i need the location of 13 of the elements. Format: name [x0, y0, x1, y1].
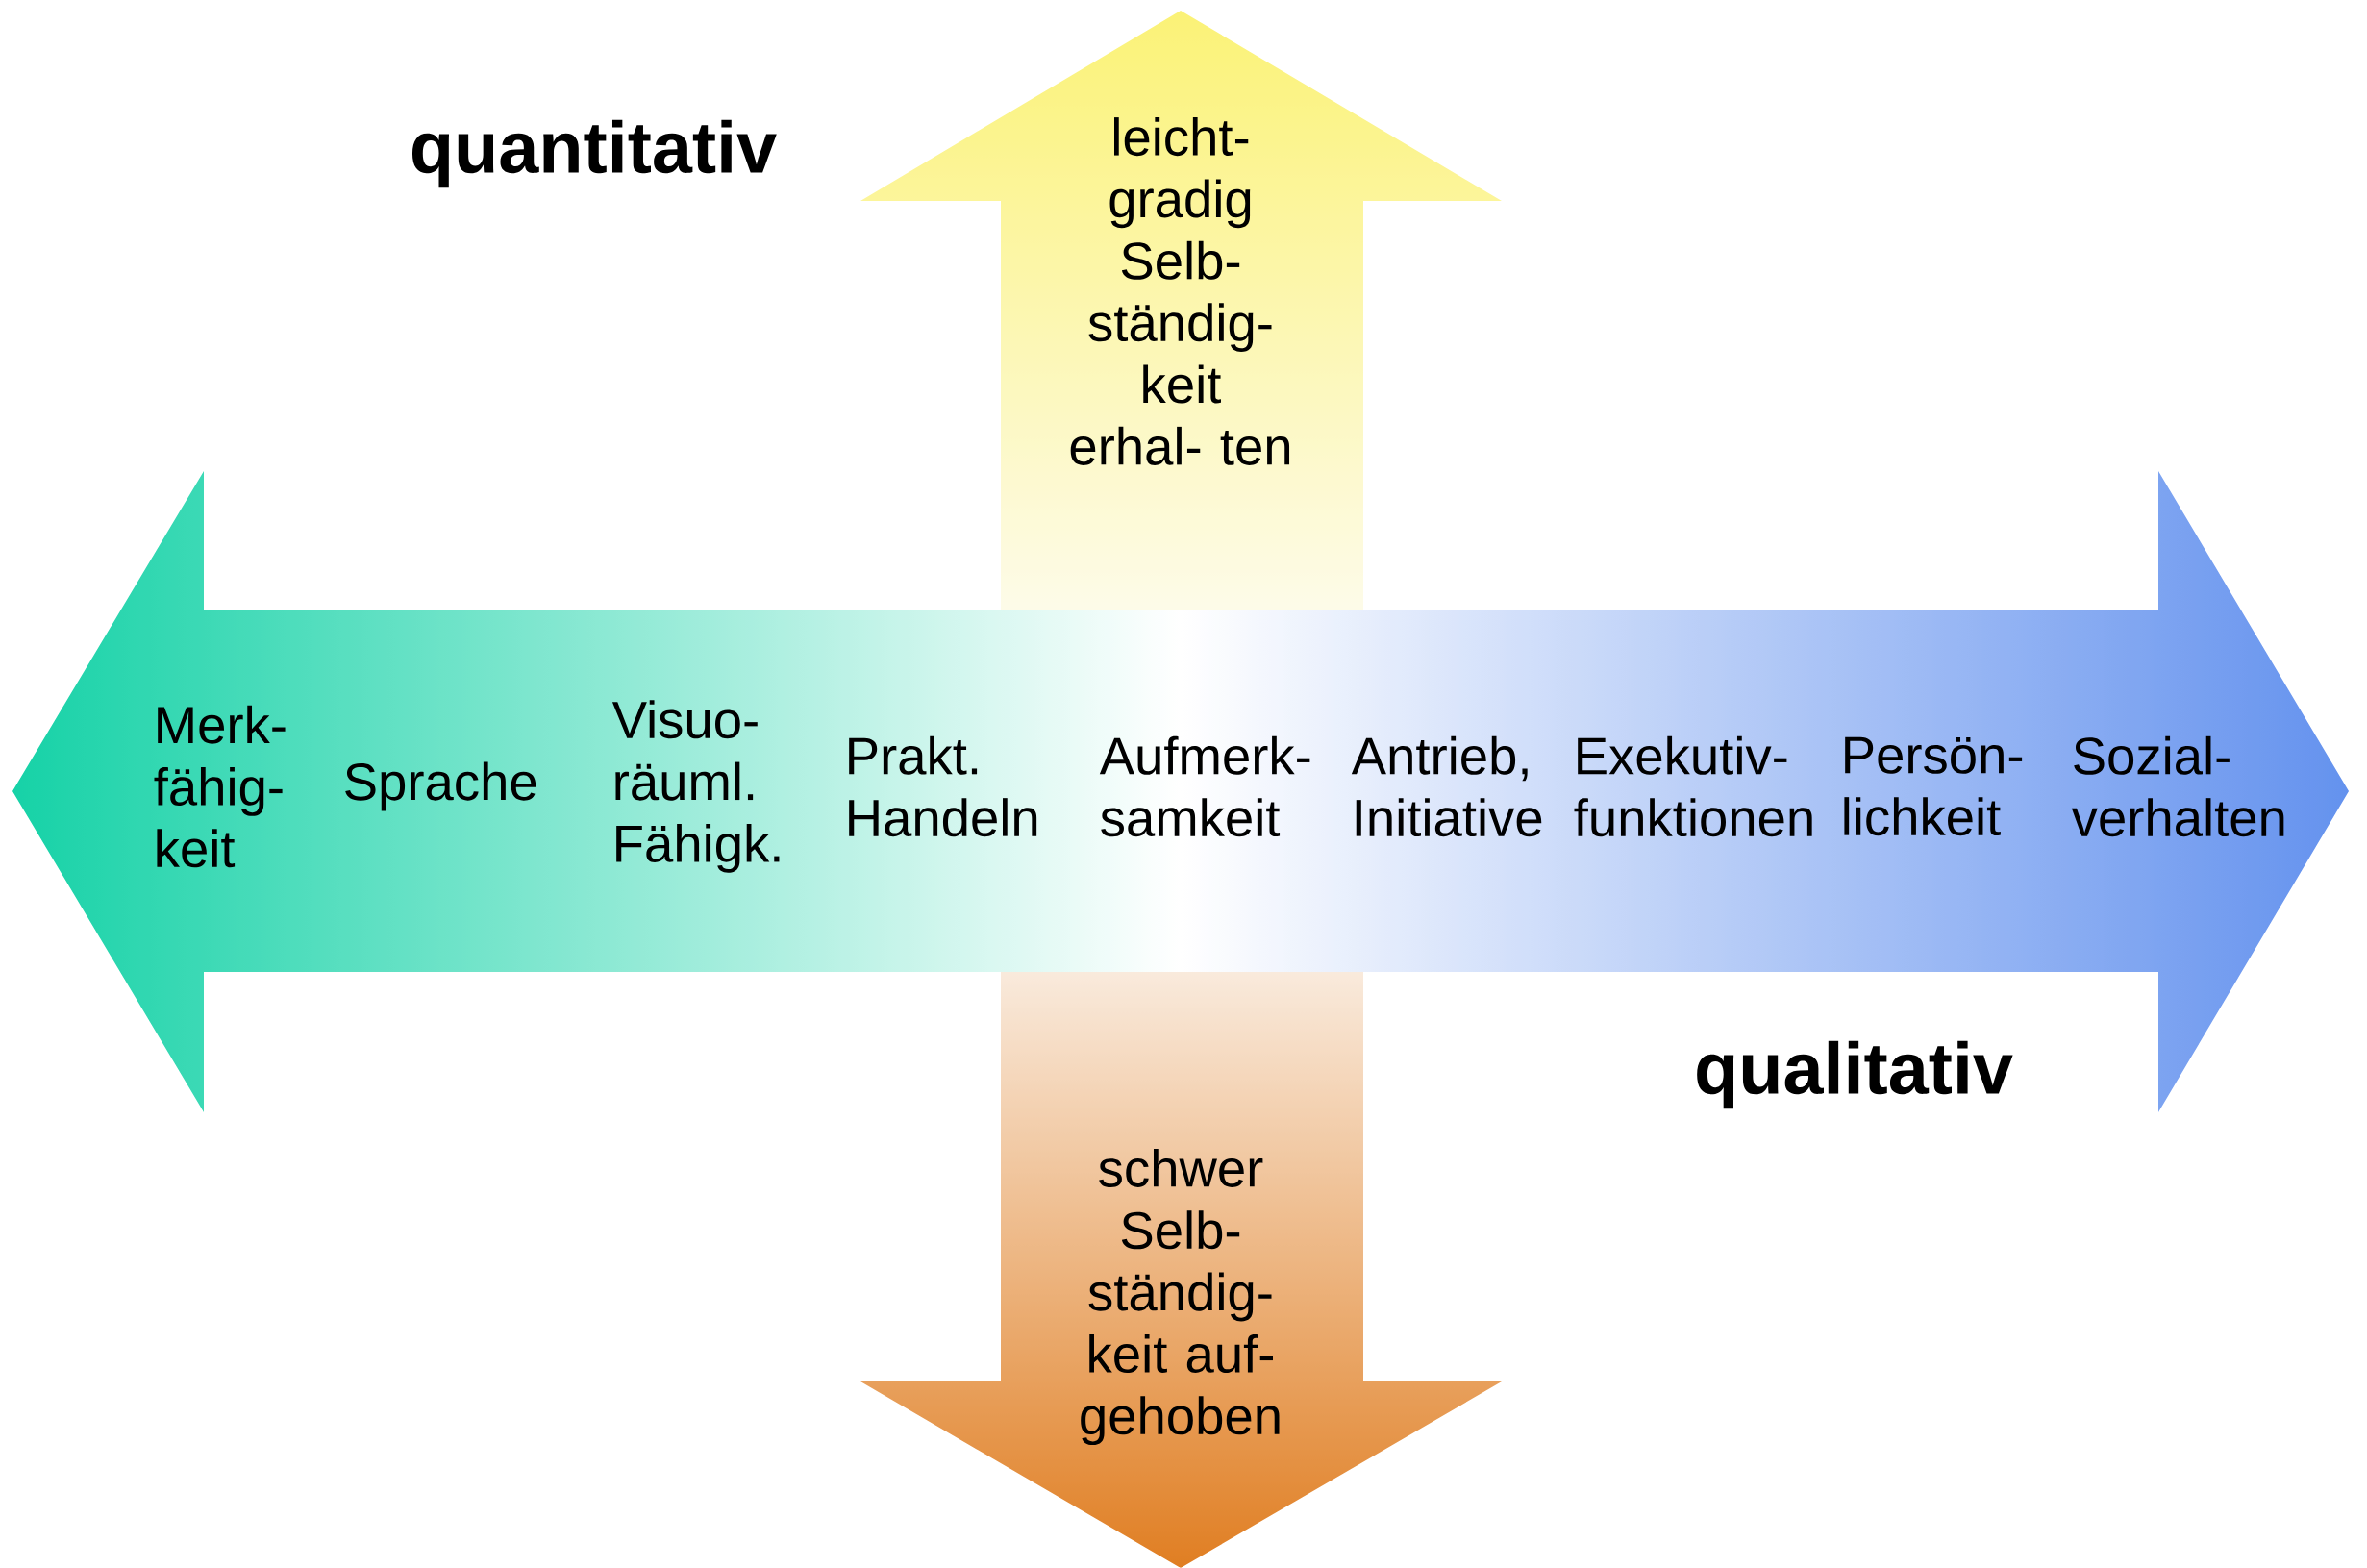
arrow-label: Merk- fähig- keit — [154, 705, 286, 868]
arrow-label: Sozial- verhalten — [2071, 735, 2284, 837]
arrow-label: leicht- gradig Selb- ständig- keit erhal- ten — [1070, 117, 1290, 465]
arrow-label: Aufmerk- samkeit — [1099, 735, 1310, 837]
arrow-label: Sprache — [345, 761, 536, 811]
arrow-label: Exekutiv- funktionen — [1574, 735, 1812, 837]
arrow-label: Prakt. Handeln — [849, 735, 1037, 837]
axis-label: quantitativ — [411, 119, 777, 188]
axis-label: qualitativ — [1697, 1040, 2013, 1109]
arrow-label: Persön- lichkeit — [1844, 736, 2023, 836]
arrow-label: Antrieb, Initiative — [1351, 735, 1542, 837]
arrow-label: schwer Selb- ständig- keit auf- gehoben — [1081, 1148, 1280, 1446]
arrow-label: Visuo- räuml. Fähigk. — [611, 700, 780, 873]
